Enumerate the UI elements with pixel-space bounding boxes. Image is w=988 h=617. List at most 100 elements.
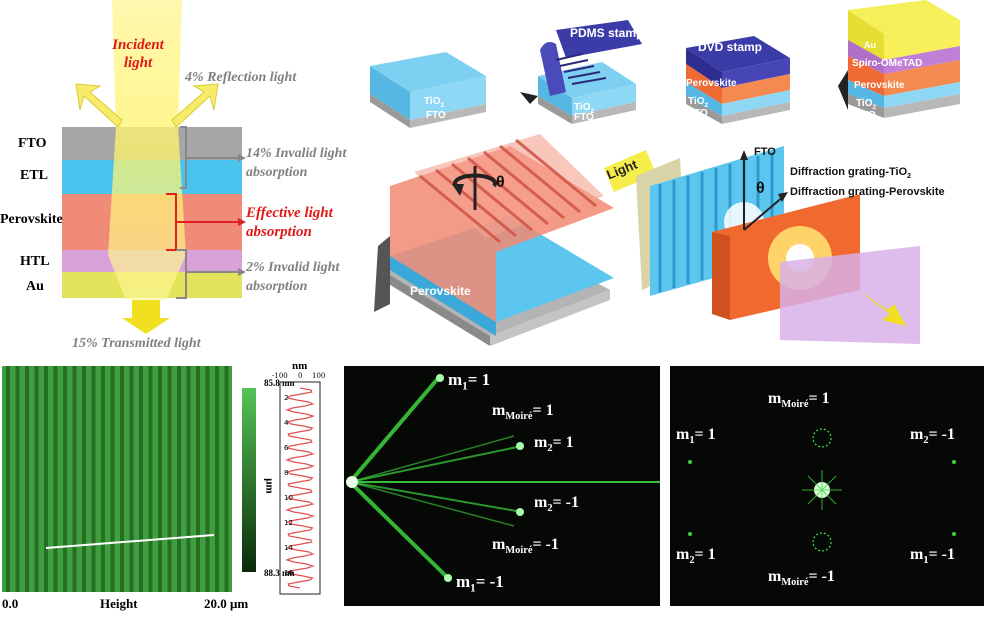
grating-perovskite-label: Diffraction grating-Perovskite	[790, 186, 945, 198]
transmitted-label: 15% Transmitted light	[72, 336, 201, 351]
pdms-stamp-label: PDMS stamp	[570, 26, 644, 40]
afm-stripe	[72, 366, 77, 592]
label-m1-lower: m1= -1	[456, 572, 504, 595]
afm-stripe	[186, 366, 191, 592]
invalid-etl-label: 14% Invalid light absorption	[246, 146, 347, 180]
step4-spiro-label: Spiro-OMeTAD	[852, 58, 923, 69]
bracket-perovskite	[166, 193, 238, 251]
spot-m1-left	[688, 460, 692, 464]
step2-tio2-label: TiO2	[574, 102, 595, 115]
label-m2-left: m2= 1	[676, 546, 716, 567]
spot-m1-right	[952, 532, 956, 536]
layer-label-perovskite: Perovskite	[0, 212, 63, 227]
incident-light-beam	[108, 0, 186, 300]
moire-ring-upper	[812, 428, 832, 448]
step3-dvd-stamp	[686, 36, 790, 124]
label-moire-bottom: mMoiré= -1	[768, 568, 835, 589]
afm-stripe	[177, 366, 181, 592]
label-m1-right: m1= -1	[910, 546, 955, 567]
panel-f-graphic	[688, 428, 956, 552]
profile-y-tick: 2	[284, 394, 289, 402]
light-source	[604, 150, 656, 192]
label-moire-top: mMoiré= 1	[768, 390, 830, 411]
afm-stripe	[167, 366, 172, 592]
panel-b: TiO2 FTO PDMS stamp TiO2 FTO DVD stamp P…	[360, 0, 988, 360]
step3-fto-label: FTO	[688, 108, 708, 119]
afm-stripe	[110, 366, 115, 592]
profile-x-tick-zero: 0	[298, 372, 303, 380]
label-m1-left: m1= 1	[676, 426, 716, 447]
beam-m2-upper	[349, 445, 523, 483]
fto-arrow-label: FTO	[754, 146, 776, 158]
panel-a-graphic	[62, 0, 246, 334]
spot-m1-lower	[444, 574, 452, 582]
spot-m2-left	[688, 532, 692, 536]
bracket-htl	[176, 249, 238, 299]
reflection-arrow-right	[171, 83, 219, 128]
profile-line	[45, 534, 215, 549]
height-profile-curve	[285, 387, 315, 589]
profile-y-tick: 10	[284, 494, 293, 502]
afm-stripe	[82, 366, 86, 592]
x-start-label: 0.0	[2, 596, 19, 611]
spot-m1-upper	[436, 374, 444, 382]
afm-stripe	[44, 366, 48, 592]
color-scale-bar	[242, 388, 256, 572]
profile-y-tick: 6	[284, 444, 289, 452]
afm-stripe	[101, 366, 105, 592]
step1-fto-label: FTO	[426, 110, 446, 121]
effective-absorption-label: Effective light absorption	[246, 205, 333, 240]
label-moire-upper: mMoiré= 1	[492, 402, 554, 423]
step4-full-device	[838, 0, 960, 118]
scale-min-label: 88.3 nm	[264, 568, 295, 578]
transmitted-light-arrow	[122, 300, 170, 334]
bracket-etl	[180, 126, 238, 189]
stack-tio2-label: TiO2	[408, 312, 431, 327]
afm-stripe	[148, 366, 153, 592]
bracket-etl-arrowhead	[238, 154, 246, 162]
panel-e: m1= 1 mMoiré= 1 m2= 1 m2= -1 mMoiré= -1 …	[344, 366, 660, 606]
layer-label-htl: HTL	[20, 254, 50, 269]
profile-axis-title: nm	[292, 360, 308, 372]
panel-a: Incident light 4% Reflection light 14% I…	[0, 0, 370, 360]
beam-m1-upper	[348, 374, 442, 484]
label-m2-right: m2= -1	[910, 426, 955, 447]
layer-label-au: Au	[26, 279, 44, 294]
afm-stripe	[139, 366, 143, 592]
afm-stripe	[25, 366, 29, 592]
label-moire-lower: mMoiré= -1	[492, 536, 559, 557]
beam-moire-lower	[349, 481, 515, 527]
spot-m2-right	[952, 460, 956, 464]
incident-light-label: Incident light	[112, 37, 164, 71]
x-end-label: 20.0 μm	[204, 596, 249, 611]
rotation-theta-label: θ	[496, 174, 505, 191]
profile-y-tick: 12	[284, 519, 293, 527]
profile-y-tick: 14	[284, 544, 293, 552]
afm-stripe	[34, 366, 39, 592]
step4-au-label: Au	[864, 40, 876, 50]
afm-stripe	[215, 366, 219, 592]
reflection-arrow-left	[75, 83, 123, 128]
grating-tio2-label: Diffraction grating-TiO2	[790, 166, 912, 181]
beam-m2-lower	[349, 481, 523, 513]
invalid-htl-label: 2% Invalid light absorption	[246, 260, 340, 294]
spot-m2-lower	[516, 508, 524, 516]
afm-image	[2, 366, 232, 592]
panel-e-graphic	[346, 374, 660, 582]
panel-d-graphic	[2, 366, 321, 595]
x-axis-label: Height	[100, 596, 138, 611]
reflection-label: 4% Reflection light	[185, 70, 297, 85]
profile-x-tick-pos: 100	[312, 372, 326, 380]
layer-label-fto: FTO	[18, 136, 47, 151]
afm-stripe	[15, 366, 20, 592]
layer-label-etl: ETL	[20, 168, 49, 183]
afm-stripe	[120, 366, 124, 592]
spot-m2-upper	[516, 442, 524, 450]
panel-f: mMoiré= 1 m1= 1 m2= -1 m2= 1 m1= -1 mMoi…	[670, 366, 984, 606]
afm-stripe	[91, 366, 96, 592]
afm-stripe	[63, 366, 67, 592]
bracket-htl-arrowhead	[238, 268, 246, 276]
profile-y-label: μm	[263, 478, 276, 494]
label-m1-upper: m1= 1	[448, 370, 491, 393]
moire-ring-lower	[812, 532, 832, 552]
